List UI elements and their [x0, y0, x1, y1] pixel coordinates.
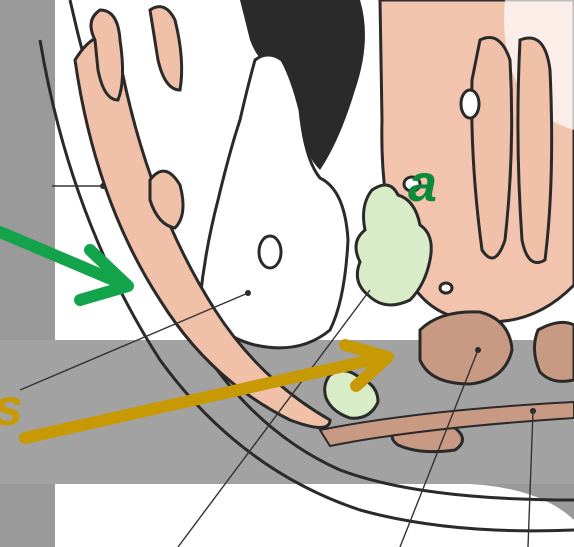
brown-oval-2: [534, 322, 574, 381]
lower-panel: [55, 484, 574, 547]
small-vessel-top: [461, 90, 479, 118]
small-vessel-low: [440, 283, 452, 293]
partial-label-green: a: [408, 158, 437, 210]
brown-oval-1: [420, 312, 512, 384]
pink-tube-right-2: [518, 38, 552, 263]
pink-tube-right-1: [472, 38, 512, 259]
partial-label-gold: s: [0, 382, 23, 434]
bone-foramen: [259, 236, 281, 268]
